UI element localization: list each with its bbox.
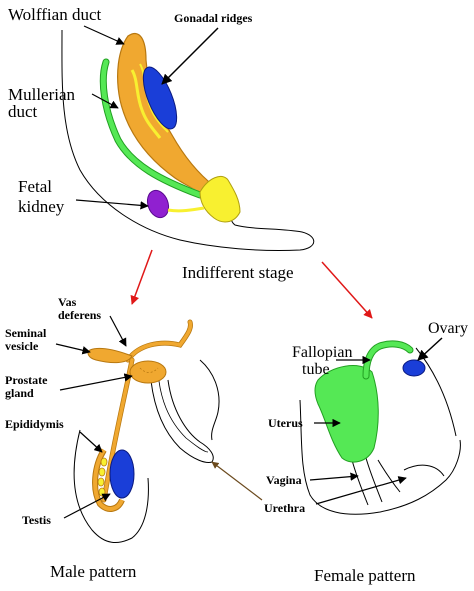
arrow-urethra-female (316, 478, 406, 504)
arrow-prostate-gland (60, 376, 132, 390)
body-outline-indifferent (62, 30, 314, 251)
female-pattern-figure: Fallopian tube Ovary Uterus Vagina Ureth… (264, 320, 468, 585)
ureter (168, 208, 204, 211)
label-vas-deferens-line2: deferens (58, 308, 101, 322)
male-pubic-outline (200, 360, 219, 440)
arrow-to-female (322, 262, 372, 318)
label-urethra: Urethra (264, 501, 305, 515)
arrow-epididymis (80, 432, 102, 452)
arrow-vas-deferens (110, 316, 126, 346)
label-seminal-vesicle-line2: vesicle (5, 339, 39, 353)
label-uterus: Uterus (268, 416, 303, 430)
label-fallopian-tube-line2: tube (302, 361, 330, 378)
urogenital-sinus (200, 176, 240, 222)
label-seminal-vesicle-line1: Seminal (5, 326, 47, 340)
label-vas-deferens-line1: Vas (58, 295, 77, 309)
label-fetal-kidney-line2: kidney (18, 197, 65, 216)
testis-shape (110, 450, 134, 498)
arrow-ovary (418, 338, 442, 360)
indifferent-stage-figure: Wolffian duct Gonadal ridges Mullerian d… (8, 5, 314, 282)
arrow-urethra-male (212, 462, 262, 500)
label-male-pattern: Male pattern (50, 562, 137, 581)
fetal-kidney-shape (144, 187, 172, 220)
label-prostate-gland-line2: gland (5, 386, 34, 400)
male-urethra-outline-2 (158, 372, 208, 452)
prostate-gland-shape (130, 361, 166, 383)
arrow-to-male (132, 250, 152, 304)
seminal-vesicle-shape (88, 348, 132, 362)
label-vagina: Vagina (266, 473, 302, 487)
label-ovary: Ovary (428, 320, 468, 337)
uterus-shape (315, 366, 378, 463)
label-gonadal-ridges: Gonadal ridges (174, 11, 253, 25)
urethra-outline-female (378, 460, 400, 492)
ovary-shape (403, 360, 425, 376)
arrow-vagina (310, 476, 358, 480)
male-pattern-figure: Vas deferens Seminal vesicle Prostate gl… (5, 295, 219, 581)
vagina-outline-2 (366, 458, 382, 502)
label-fallopian-tube-line1: Fallopian (292, 344, 352, 361)
vagina-outline-1 (352, 460, 368, 505)
label-epididymis: Epididymis (5, 417, 64, 431)
arrow-gonadal-ridges (162, 28, 218, 84)
label-fetal-kidney-line1: Fetal (18, 177, 52, 196)
arrow-seminal-vesicle (56, 344, 90, 352)
label-indifferent-stage: Indifferent stage (182, 263, 294, 282)
label-female-pattern: Female pattern (314, 566, 416, 585)
female-pubic-outline (416, 348, 456, 436)
female-perineum-outline (404, 465, 444, 476)
label-testis: Testis (22, 513, 51, 527)
label-wolffian-duct: Wolffian duct (8, 5, 101, 24)
label-prostate-gland-line1: Prostate (5, 373, 48, 387)
arrow-fetal-kidney (76, 200, 148, 206)
label-mullerian-duct-line2: duct (8, 102, 38, 121)
arrow-wolffian-duct (84, 26, 124, 44)
